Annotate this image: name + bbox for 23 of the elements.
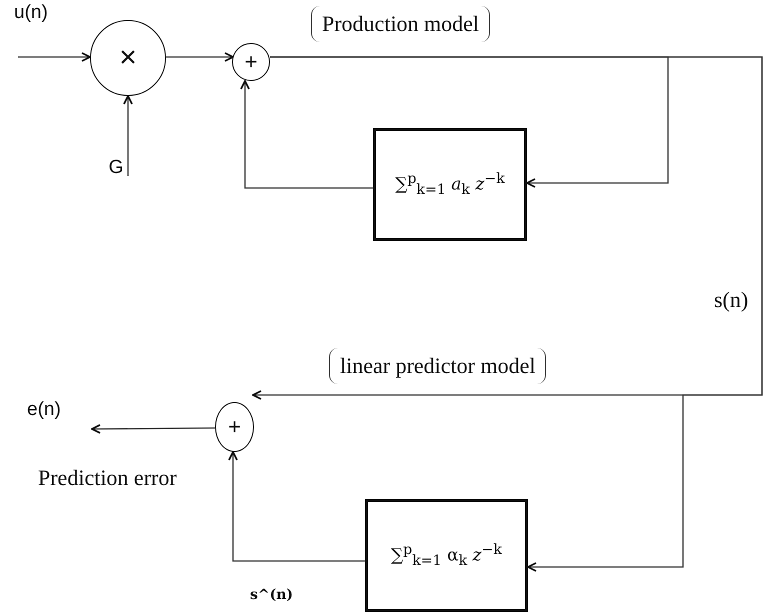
plus-sign: + [244,51,258,73]
plus-sign: + [228,416,241,438]
gain-text: G [108,158,124,176]
arrow [240,80,373,189]
model-heading: linear predictor model [329,348,546,384]
output-caption: Prediction error [38,466,177,490]
multiply-sign: × [119,43,137,73]
arrow [91,424,215,434]
edge-label: s^(n) [250,588,294,604]
arrow [18,52,91,62]
transfer-function: ∑$^{p}$$_{k=1}$ a$_{k}$ z$^{−k}$ [395,172,505,198]
summing-junction [232,43,270,81]
arrow [166,52,234,62]
filter-box [365,499,528,612]
arrow [123,95,133,176]
signal-label: u(n) [14,3,48,24]
arrow [270,56,763,572]
model-heading: Production model [311,6,490,42]
transfer-function: ∑$^{p}$$_{k=1}$ α$_{k}$ z$^{−k}$ [391,542,502,568]
summing-junction [215,402,254,452]
signal-label: e(n) [27,400,61,421]
filter-box [373,128,527,241]
arrow [228,451,365,562]
